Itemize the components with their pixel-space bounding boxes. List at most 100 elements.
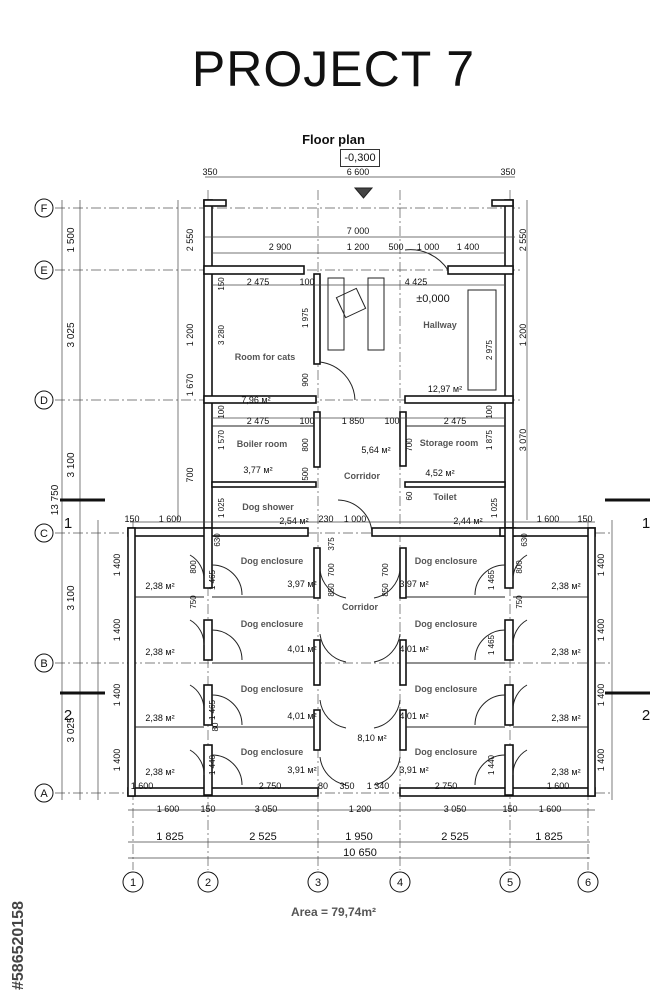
dim-right-7: 1 400 (596, 749, 606, 772)
level-mark: -0,300 (340, 149, 380, 167)
dim-mid-3: 1 850 (342, 416, 365, 426)
dim-a-2: 2 750 (259, 781, 282, 791)
area-outer-left-3: 2,38 м² (145, 713, 174, 723)
dim-inner-0: 1 975 (301, 307, 310, 328)
dim-inner-10: 1 025 (490, 497, 499, 518)
dim-row1-3: 1 950 (345, 831, 373, 843)
area-enclosure-6: 4,01 м² (399, 711, 428, 721)
dim-inner-3: 900 (301, 373, 310, 387)
dim-inner-left-6: 1 400 (112, 619, 122, 642)
dim-a-6: 2 750 (435, 781, 458, 791)
room-label-dog-enclosure-3: Dog enclosure (241, 619, 304, 629)
area-cats: 7,96 м² (241, 395, 270, 405)
dim-inner-18: 1 440 (487, 754, 496, 775)
axis-bubble-2 (197, 871, 219, 893)
dim-row1-5: 1 825 (535, 831, 563, 843)
dim-inner-20: 750 (515, 595, 524, 609)
area-toilet: 2,44 м² (453, 516, 482, 526)
dim-right-3: 3 070 (518, 429, 528, 452)
room-label-corridor-upper: Corridor (344, 471, 380, 481)
dim-fourth-2: 100 (299, 277, 314, 287)
dim-inner-16: 1 465 (487, 634, 496, 655)
dim-inner-14: 1 465 (487, 569, 496, 590)
dim-third-2: 1 200 (347, 242, 370, 252)
axis-label-6: 6 (585, 877, 591, 889)
dim-mid-1: 2 475 (247, 416, 270, 426)
dim-second-span: 7 000 (347, 226, 370, 236)
dim-inner-1: 3 280 (217, 324, 226, 345)
dim-inner-19: 750 (189, 595, 198, 609)
dim-inner-30: 100 (217, 405, 226, 419)
axis-bubble-e (34, 260, 54, 280)
dim-a-5: 1 340 (367, 781, 390, 791)
dim-inner-left-2: 1 200 (185, 324, 195, 347)
dim-inner-11: 630 (213, 533, 222, 547)
room-label-storage: Storage room (420, 438, 479, 448)
axis-label-1: 1 (130, 877, 136, 889)
dim-row1-4: 2 525 (441, 831, 469, 843)
axis-bubble-5 (499, 871, 521, 893)
dim-a-4: 350 (339, 781, 354, 791)
dim-inner-25: 700 (327, 563, 336, 577)
axis-label-b: B (40, 658, 47, 670)
dim-inner-9: 1 025 (217, 497, 226, 518)
dim-mid-5: 2 475 (444, 416, 467, 426)
dim-right-5: 1 400 (596, 619, 606, 642)
area-enclosure-8: 3,91 м² (399, 765, 428, 775)
dim-row2-2: 150 (200, 804, 215, 814)
dim-row2-6: 150 (502, 804, 517, 814)
axis-bubble-3 (307, 871, 329, 893)
dim-top-right: 350 (500, 167, 515, 177)
dim-inner-left-1: 2 550 (185, 229, 195, 252)
dim-inner-5: 1 875 (485, 429, 494, 450)
dim-left-total: 13 750 (50, 484, 61, 515)
room-label-dog-enclosure-5: Dog enclosure (241, 684, 304, 694)
dim-inner-17: 1 440 (208, 754, 217, 775)
room-label-dog-enclosure-8: Dog enclosure (415, 747, 478, 757)
area-label: Area = 79,74m² (290, 905, 377, 919)
dim-top-span: 6 600 (347, 167, 370, 177)
dim-inner-24: 850 (381, 583, 390, 597)
dim-right-4: 1 400 (596, 554, 606, 577)
dim-row2-5: 3 050 (444, 804, 467, 814)
dim-inner-29: 80 (211, 722, 220, 731)
dim-row2-3: 3 050 (255, 804, 278, 814)
dim-c-3: 230 (318, 514, 333, 524)
dim-inner-left-4: 700 (185, 467, 195, 482)
dim-inner-21: 800 (189, 560, 198, 574)
axis-bubble-b (34, 653, 54, 673)
dim-row2-7: 1 600 (539, 804, 562, 814)
dim-left-5: 3 025 (66, 717, 77, 742)
room-label-cats: Room for cats (235, 352, 296, 362)
axis-label-3: 3 (315, 877, 321, 889)
hallway-level: ±0,000 (416, 293, 450, 305)
dim-row2-1: 1 600 (157, 804, 180, 814)
axis-bubble-c (34, 523, 54, 543)
dim-third-5: 1 400 (457, 242, 480, 252)
area-outer-right-3: 2,38 м² (551, 713, 580, 723)
dim-third-3: 500 (388, 242, 403, 252)
dim-c-4: 1 000 (344, 514, 367, 524)
dim-inner-left-7: 1 400 (112, 684, 122, 707)
dim-inner-13: 1 465 (208, 569, 217, 590)
axis-bubble-d (34, 390, 54, 410)
dim-row2-4: 1 200 (349, 804, 372, 814)
page-title: PROJECT 7 (191, 41, 476, 97)
area-outer-left-4: 2,38 м² (145, 767, 174, 777)
axis-bubble-f (34, 198, 54, 218)
dim-left-1: 1 500 (66, 227, 77, 252)
room-label-dog-enclosure-7: Dog enclosure (241, 747, 304, 757)
axis-label-5: 5 (507, 877, 513, 889)
axis-bubble-6 (577, 871, 599, 893)
axis-label-a: A (40, 788, 48, 800)
area-storage: 4,52 м² (425, 468, 454, 478)
axis-label-c: C (40, 528, 48, 540)
dim-mid-2: 100 (299, 416, 314, 426)
dim-c-1: 150 (124, 514, 139, 524)
room-label-toilet: Toilet (433, 492, 456, 502)
section-mark-2-left: 2 (64, 707, 72, 724)
dim-inner-27: 375 (327, 537, 336, 551)
dim-left-4: 3 100 (66, 585, 77, 610)
room-label-dog-enclosure-2: Dog enclosure (415, 556, 478, 566)
